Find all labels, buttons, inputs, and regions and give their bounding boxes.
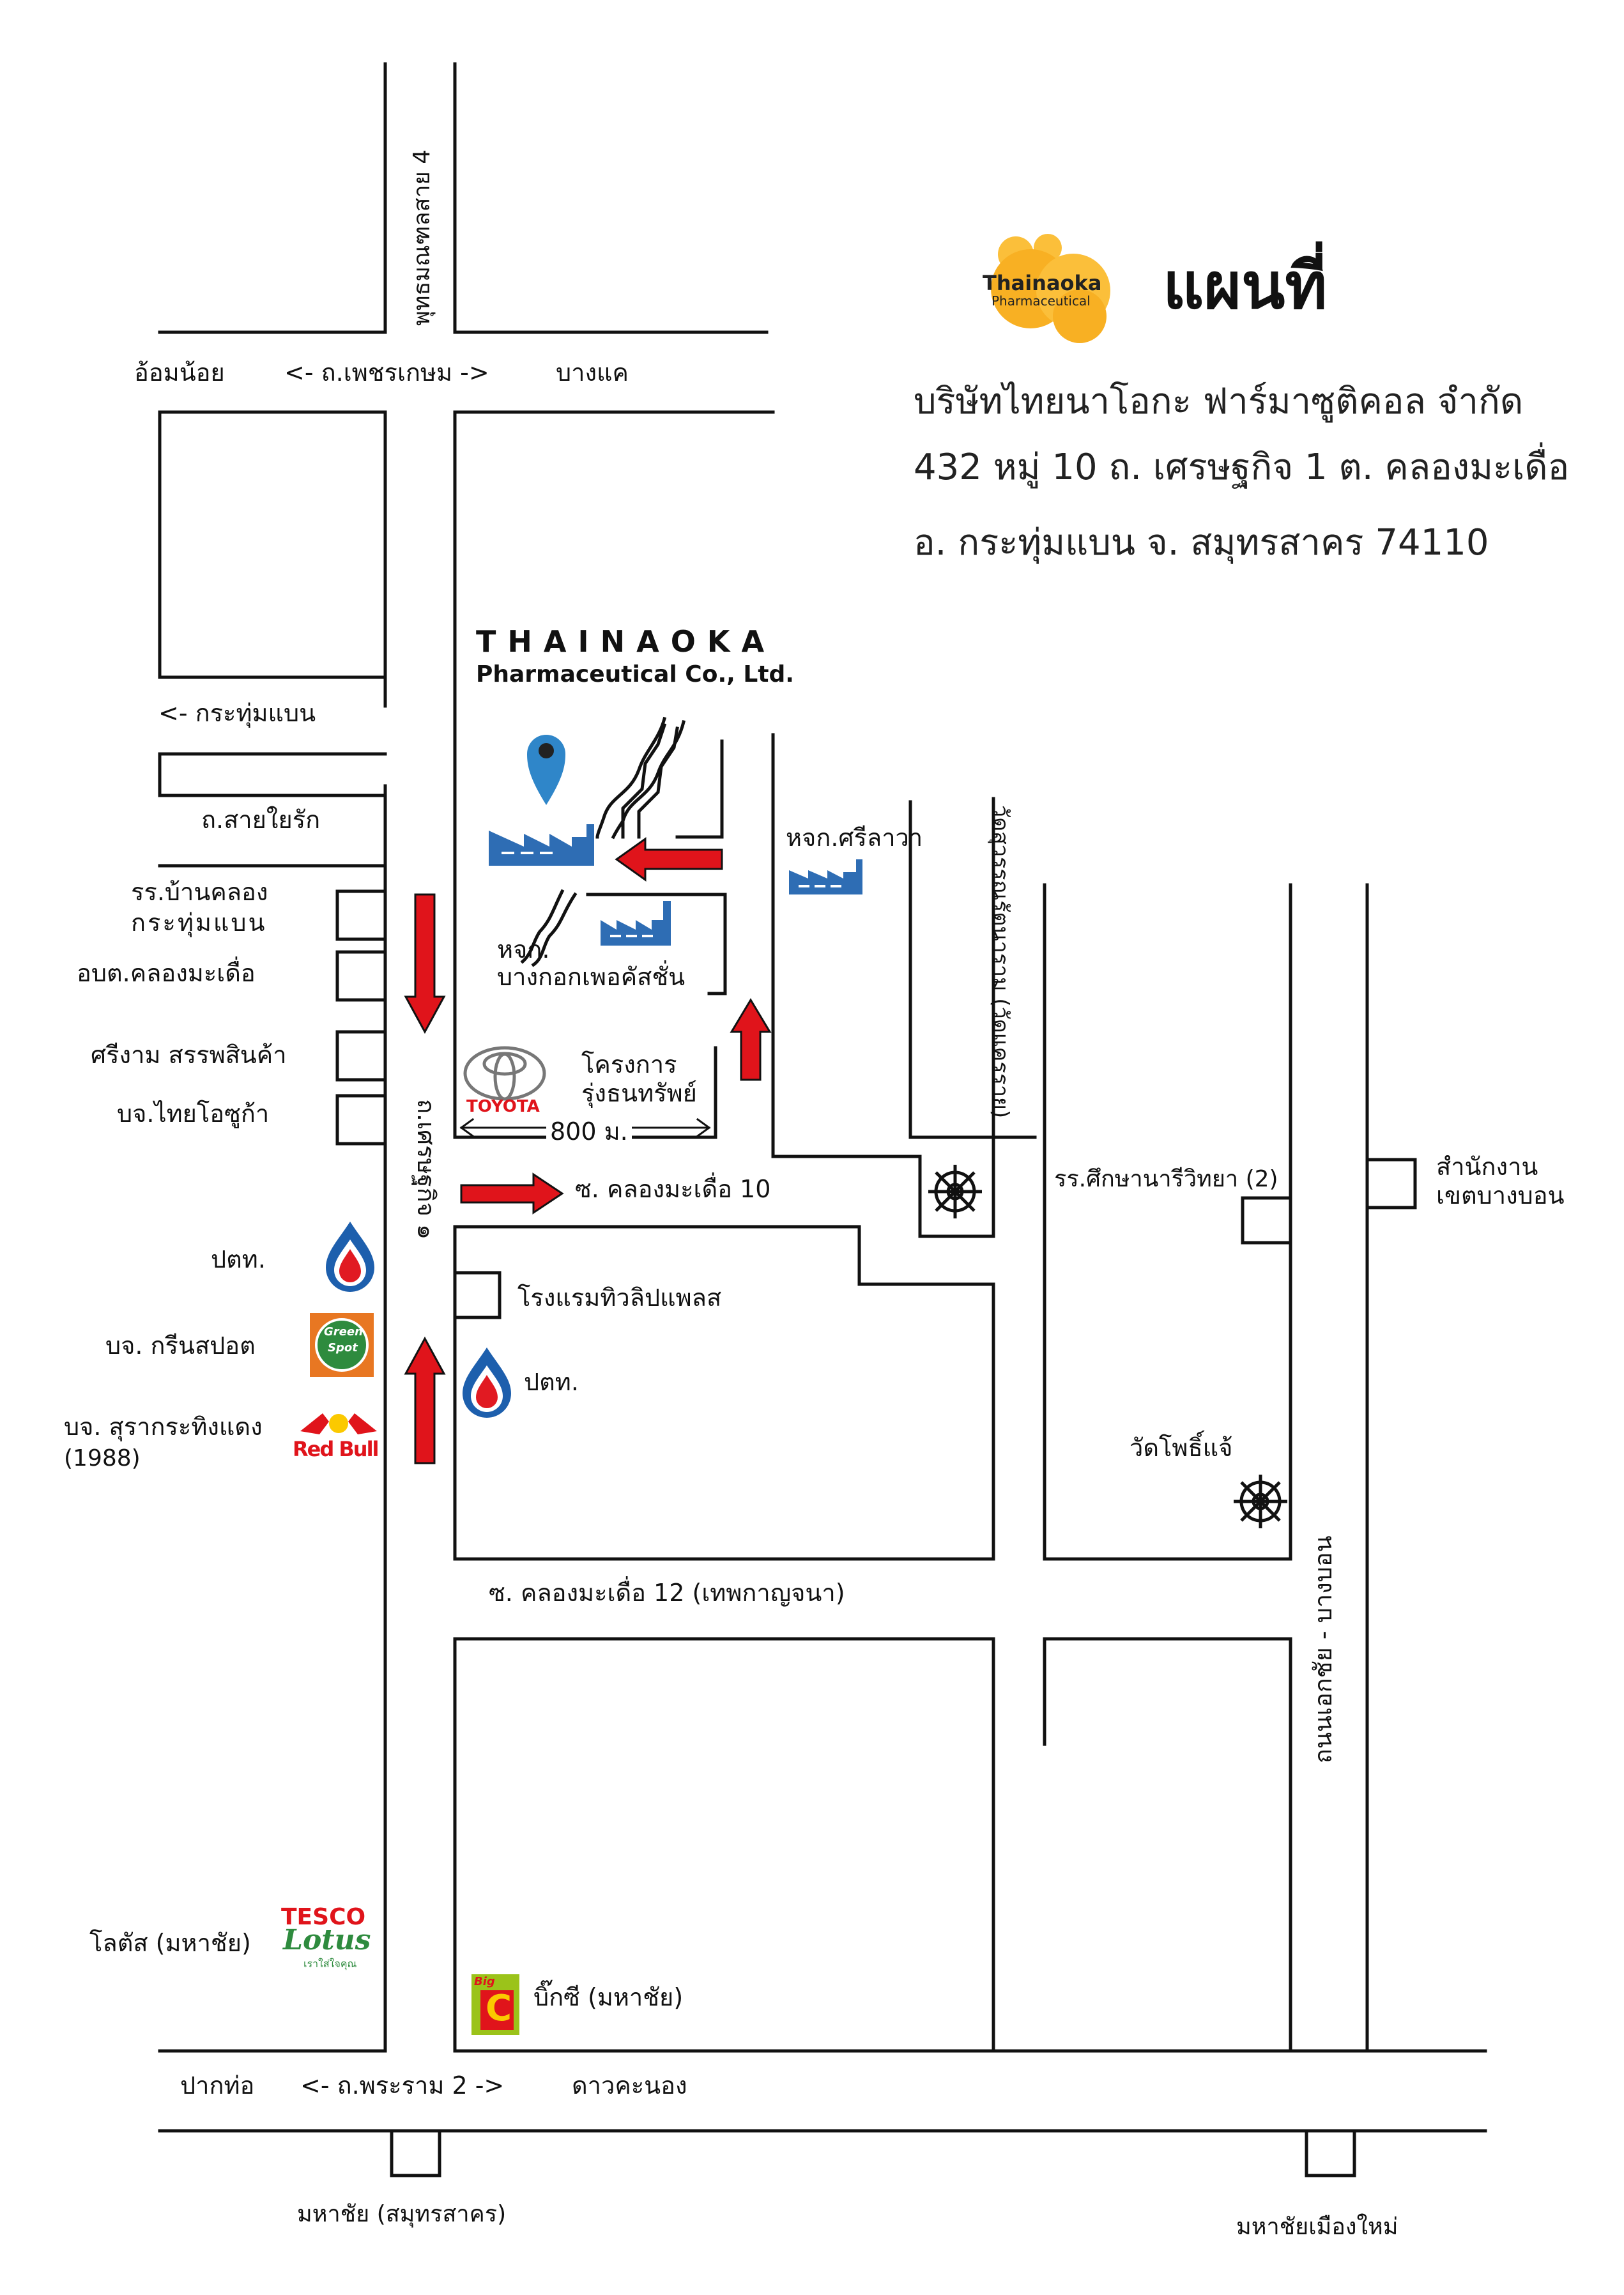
distance-arrowhead [696,1117,711,1138]
building-box [1241,1196,1292,1245]
building-box [390,2129,441,2177]
stream-line [531,892,578,967]
bigc-logo-text-c: C [486,1988,512,2029]
stream-line [520,889,565,964]
company-logo-name: Thainaoka [983,271,1102,295]
road-label-pak-tho: ปากท่อ [180,2071,255,2099]
place-ptt-center: ปตท. [524,1368,579,1396]
place-project-2: รุ่งธนทรัพย์ [581,1079,697,1107]
direction-arrow-right [460,1172,564,1215]
place-lotus: โลตัส (มหาชัย) [89,1929,251,1957]
bigc-logo-text-big: Big [474,1975,495,1988]
road-label-bang-khae: บางแค [556,358,629,387]
building-box [335,889,387,941]
road-label-rama2: <- ถ.พระราม 2 -> [300,2071,505,2099]
road-label-setthakit: ถ.เศรษฐกิจ ๑ [412,1099,440,1240]
temple-wheel-icon [928,1165,982,1218]
place-green-spot: บจ. กรีนสปอต [105,1332,256,1360]
green-spot-logo-text-1: Green [324,1325,363,1339]
road-label-om-noi: อ้อมน้อย [134,358,225,387]
location-pin-icon [527,735,565,805]
place-redbull: บจ. สุรากระทิงแดง [64,1413,263,1441]
map-title: แผนที่ [1163,249,1328,323]
road-label-dao-khanong: ดาวคะนอง [572,2071,687,2099]
factory-icon [789,859,862,894]
building-box [1305,2129,1356,2177]
place-office-2: เขตบางบอน [1436,1181,1565,1209]
factory-icon [601,901,671,946]
place-sueksa: รร.ศึกษานารีวิทยา (2) [1054,1166,1278,1192]
tesco-logo-text: TESCO [281,1904,366,1930]
building-box [335,1030,387,1082]
place-bangkok-pc: หจก. [497,935,550,963]
road-label-phetkasem: <- ถ.เพชรเกษม -> [284,358,489,387]
address-line2: 432 หมู่ 10 ถ. เศรษฐกิจ 1 ต. คลองมะเดื่อ [914,447,1570,488]
company-logo-sub: Pharmaceutical [992,293,1091,309]
location-pin-dot [539,743,554,758]
bigc-logo-inner [480,1990,514,2030]
stream-line [611,719,686,840]
building-box [335,1094,387,1146]
place-project: โครงการ [581,1050,677,1078]
address-line1: บริษัทไทยนาโอกะ ฟาร์มาซูติคอล จำกัด [914,381,1524,422]
direction-arrow-up [730,998,772,1081]
factory-icon [489,824,594,866]
place-sriram: ศรีงาม สรรพสินค้า [91,1041,287,1069]
direction-arrow-down [404,893,446,1034]
ptt-logo-icon [463,1347,511,1418]
road-label-phutthamonthon: พุทธมณฑลสาย 4 [409,149,435,326]
redbull-logo-icon [300,1413,377,1434]
building-box [335,950,387,1002]
toyota-logo-icon [463,1046,546,1101]
lotus-logo-tagline: เราใส่ใจคุณ [303,1958,357,1970]
road-label-soi12: ซ. คลองมะเดื่อ 12 (เทพกาญจนา) [489,1579,845,1607]
place-wat-pho: วัดโพธิ์แจ้ [1130,1434,1233,1462]
temple-wheel-icon [1234,1475,1287,1528]
distance-label: 800 ม. [546,1117,632,1146]
place-redbull-2: (1988) [64,1445,141,1471]
company-label-line1: THAINAOKA [476,624,776,659]
thainaoka-logo-icon [991,234,1110,343]
lotus-logo-text: Lotus [283,1924,371,1956]
place-bigc: บิ๊กซี (มหาชัย) [533,1983,684,2011]
green-spot-logo-circle [315,1318,369,1372]
redbull-logo-text: Red Bull [293,1437,379,1461]
place-school-baan-2: กระทุ่มแบน [131,909,267,937]
direction-arrow-left [615,837,723,882]
road-label-mahachai: มหาชัย (สมุทรสาคร) [297,2201,507,2227]
road-label-sai-yai-rak: ถ.สายใยรัก [201,806,321,834]
road-label-ekachai: ถนนเอกชัย - บางบอน [1309,1535,1337,1763]
place-ptt-left: ปตท. [211,1245,266,1273]
green-spot-logo-text-2: Spot [328,1341,358,1355]
building-box [1365,1158,1417,1209]
stream-line [595,716,667,839]
place-obt: อบต.คลองมะเดื่อ [77,959,256,987]
direction-arrow-up [404,1336,446,1464]
address-line3: อ. กระทุ่มแบน จ. สมุทรสาคร 74110 [914,522,1489,564]
road-label-soi10: ซ. คลองมะเดื่อ 10 [575,1175,771,1203]
place-thai-osuka: บจ.ไทยโอซูก้า [117,1100,270,1128]
distance-arrowhead [459,1117,475,1138]
company-label-line2: Pharmaceutical Co., Ltd. [476,661,794,687]
road-label-krathum-baen: <- กระทุ่มแบน [158,699,316,727]
toyota-logo-text: TOYOTA [466,1097,540,1116]
place-office: สำนักงาน [1436,1153,1538,1181]
road-label-wat: วัดสุวรรณรัตนาราม (วัดแครราย) [988,805,1013,1119]
building-box [453,1271,502,1319]
place-sri-lawa: หจก.ศรีลาวา [786,824,923,852]
road-label-mahachai-new: มหาชัยเมืองใหม่ [1236,2214,1398,2240]
ptt-logo-icon [326,1222,374,1292]
place-hotel: โรงแรมทิวลิปแพลส [517,1284,722,1312]
place-school-baan: รร.บ้านคลอง [131,878,268,906]
stream-line [621,723,667,839]
place-bangkok-pc-2: บางกอกเพอคัสชั่น [497,963,686,991]
